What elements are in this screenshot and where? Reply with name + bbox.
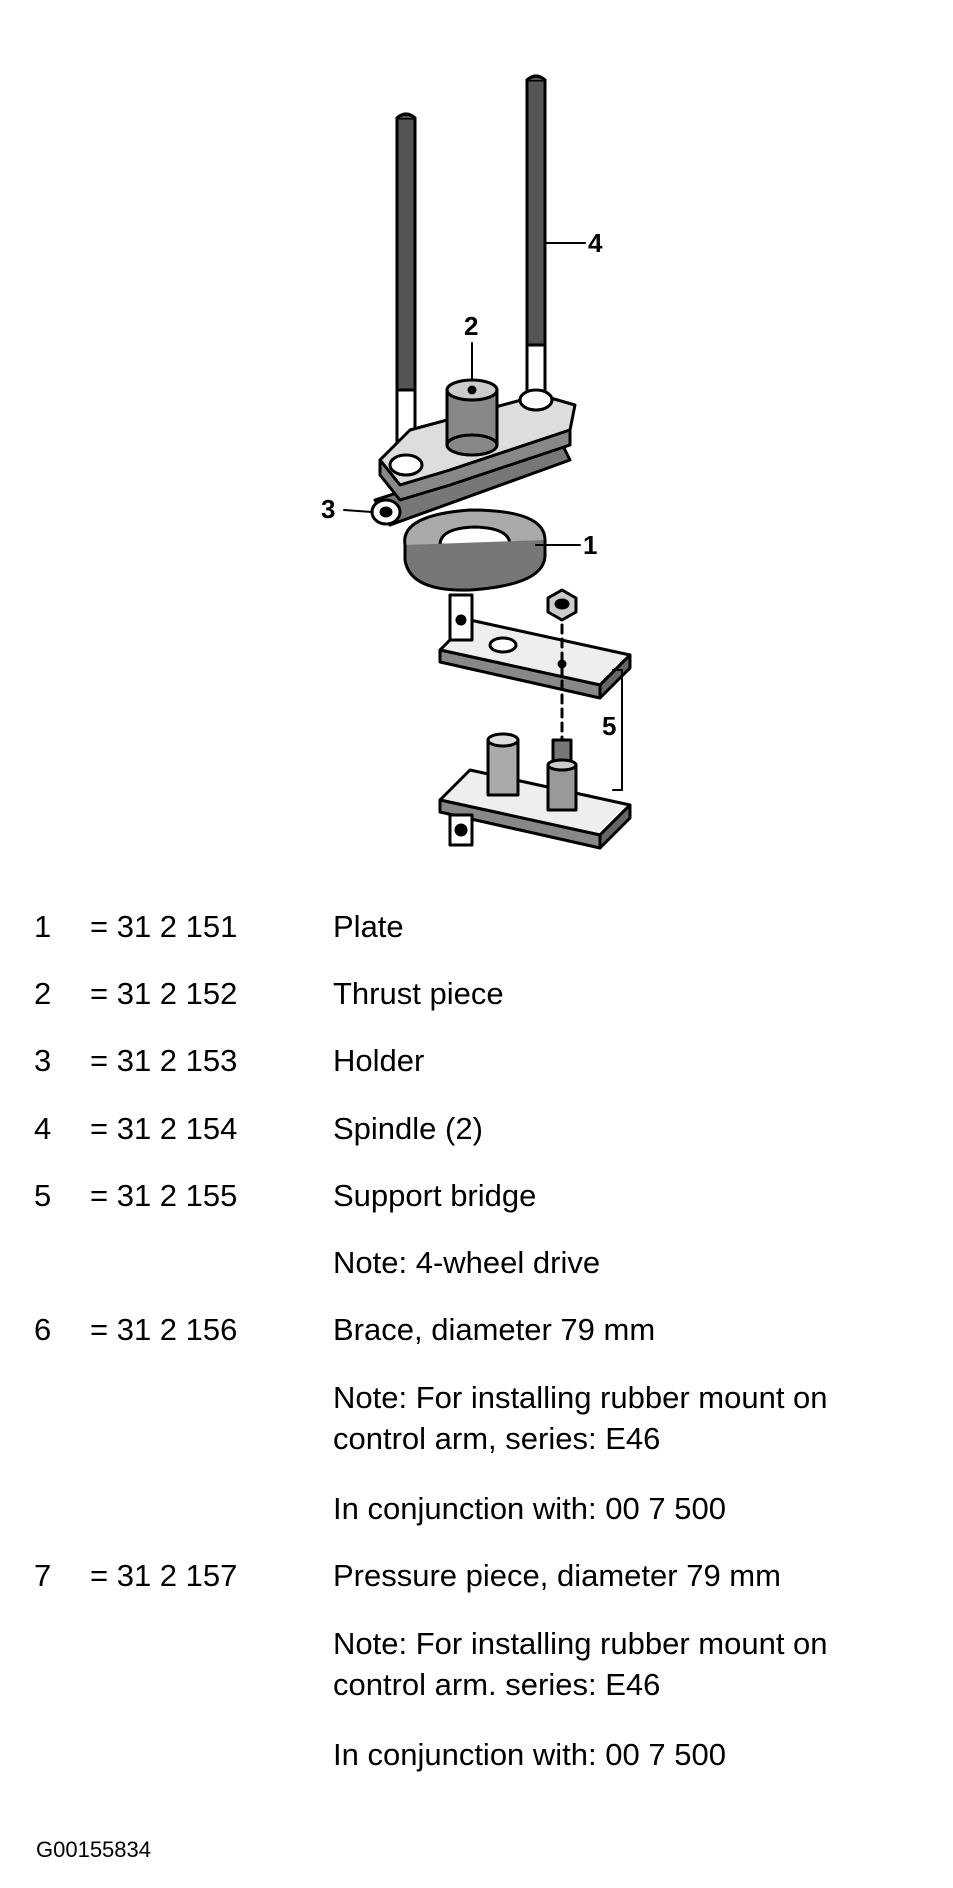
part-note-text: Note: 4-wheel drive [333,1245,601,1280]
callout-4: 4 [588,228,603,258]
part-note-text: In conjunction with: 00 7 500 [333,1491,726,1526]
part-note-text: Note: For installing rubber mount on [333,1626,828,1661]
part-number: 4 [34,1111,52,1146]
callout-5: 5 [602,711,616,741]
callout-2: 2 [464,311,478,341]
part-code: = 31 2 155 [90,1178,238,1213]
part-note-text: control arm. series: E46 [333,1667,661,1702]
part-description: Plate [333,909,404,944]
part-description: Thrust piece [333,976,504,1011]
callout-3: 3 [321,494,335,524]
part-code: = 31 2 157 [90,1558,238,1593]
part-description: Brace, diameter 79 mm [333,1312,656,1347]
part-description: Holder [333,1043,425,1078]
part-code: = 31 2 154 [90,1111,238,1146]
part-description: Pressure piece, diameter 79 mm [333,1558,781,1593]
part-code: = 31 2 152 [90,976,238,1011]
part-number: 2 [34,976,52,1011]
part-description: Support bridge [333,1178,537,1213]
lower-bridge [438,732,632,850]
part-number: 5 [34,1178,52,1213]
part-code: = 31 2 156 [90,1312,238,1347]
part-number: 6 [34,1312,52,1347]
callout-5-bracket [612,669,623,791]
part-code: = 31 2 151 [90,909,238,944]
part-description: Spindle (2) [333,1111,483,1146]
callout-3-leader [343,509,373,513]
part-note-text: control arm, series: E46 [333,1421,661,1456]
callout-1: 1 [583,530,597,560]
upper-bridge [438,588,632,700]
tool-illustration: 1 2 3 4 5 [321,74,632,850]
diagram-id: G00155834 [36,1837,151,1862]
part-note-text: Note: For installing rubber mount on [333,1380,828,1415]
part-code: = 31 2 153 [90,1043,238,1078]
part-number: 3 [34,1043,52,1078]
plate-ring [403,508,547,592]
part-note-text: In conjunction with: 00 7 500 [333,1737,726,1772]
part-number: 7 [34,1558,52,1593]
thrust-piece [445,378,499,457]
part-number: 1 [34,909,52,944]
